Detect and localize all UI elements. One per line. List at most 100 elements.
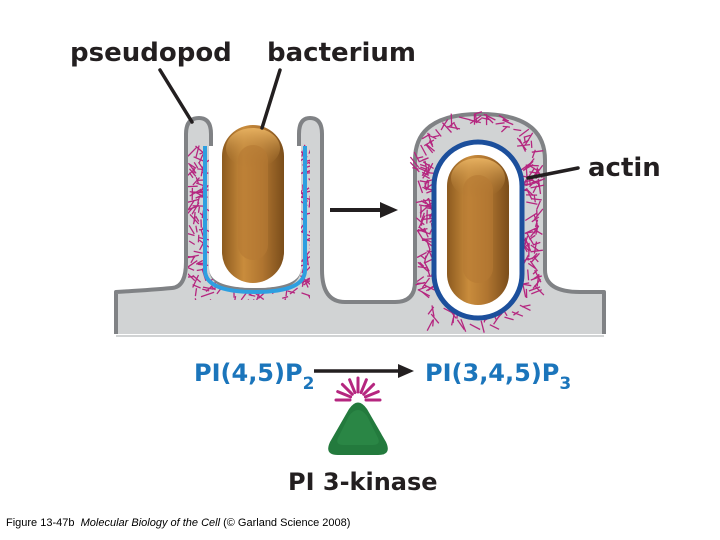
actin-filament [419, 206, 428, 214]
actin-filament [531, 216, 540, 223]
actin-filament [301, 277, 310, 284]
pseudopod-label: pseudopod [70, 38, 232, 68]
actin-filament [421, 277, 431, 289]
actin-filament [428, 134, 437, 140]
actin-filament [469, 114, 482, 125]
bacterium-pointer [260, 68, 282, 130]
actin-filament [188, 198, 199, 204]
actin-filament [531, 252, 540, 263]
actin-filament [424, 239, 433, 247]
actin-filament [419, 261, 425, 267]
actin-filament [456, 319, 465, 330]
actin-filament [489, 324, 500, 330]
actin-filament [188, 224, 195, 235]
actin-filament [306, 255, 309, 266]
actin-filament [188, 260, 198, 269]
actin-filament [469, 323, 481, 331]
actin-filament [420, 200, 427, 205]
actin-filament [188, 164, 197, 174]
kinase-activity-burst [334, 376, 382, 402]
actin-filament [425, 143, 434, 154]
actin-filament [417, 230, 424, 241]
actin-filament [419, 163, 427, 168]
actin-filament [532, 241, 541, 246]
actin-filament [529, 180, 536, 188]
actin-filament [427, 132, 434, 146]
actin-filament [522, 139, 530, 144]
actin-filament [188, 267, 195, 271]
actin-filament [531, 198, 542, 201]
actin-filament [422, 174, 431, 180]
actin-filament [188, 232, 195, 237]
actin-filament [533, 285, 545, 296]
pi345p3-label: PI(3,4,5)P3 [425, 359, 571, 394]
actin-filament [417, 156, 424, 159]
actin-filament [416, 251, 427, 259]
actin-filament [191, 202, 200, 215]
actin-filament [527, 269, 530, 281]
actin-filament [431, 305, 435, 317]
actin-filament [423, 255, 427, 264]
pi3-kinase-enzyme [328, 402, 388, 455]
actin-label: actin [588, 153, 661, 183]
actin-filament [423, 139, 435, 147]
actin-filament [232, 295, 237, 300]
actin-filament [308, 161, 310, 170]
actin-filament [190, 257, 195, 264]
actin-filament [473, 111, 483, 115]
actin-filament [421, 217, 433, 221]
actin-filament [502, 125, 510, 128]
actin-filament [306, 270, 310, 282]
burst-ray [340, 382, 354, 396]
actin-filament [417, 228, 431, 235]
actin-filament [417, 289, 431, 297]
actin-filament [442, 119, 449, 127]
actin-filament [202, 288, 210, 292]
actin-filament [197, 206, 201, 213]
actin-filament [189, 190, 198, 194]
actin-filament [193, 211, 196, 223]
actin-filament [483, 113, 496, 121]
actin-filament [189, 168, 197, 177]
actin-filament [416, 276, 425, 283]
actin-filament [415, 281, 426, 286]
actin-filament [533, 208, 544, 221]
actin-filament [188, 204, 200, 211]
actin-filament [188, 146, 198, 157]
actin-filament [412, 166, 419, 170]
actin-filament [531, 149, 536, 159]
actin-filament [504, 316, 514, 321]
actin-filament [531, 150, 544, 153]
actin-filament [425, 143, 436, 152]
actin-filament [419, 180, 430, 184]
actin-filament [450, 113, 453, 127]
actin-filament [193, 161, 199, 169]
actin-filament [188, 254, 199, 259]
pi45p2-label: PI(4,5)P2 [194, 359, 314, 394]
actin-filament [248, 293, 256, 297]
actin-filament [188, 168, 196, 178]
actin-filament [526, 158, 535, 169]
actin-filament [531, 252, 538, 260]
actin-filament [195, 215, 200, 222]
actin-filament [532, 185, 538, 194]
actin-filament [524, 227, 538, 235]
actin-filament [460, 318, 467, 332]
actin-filament [513, 310, 520, 316]
actin-filament [525, 239, 531, 251]
actin-filament [526, 232, 535, 246]
actin-filament [289, 287, 299, 295]
burst-ray [336, 390, 353, 399]
actin-filament [424, 179, 429, 188]
actin-filament [421, 166, 429, 177]
actin-filament [192, 177, 200, 186]
actin-filament [426, 266, 431, 277]
burst-ray [362, 382, 376, 396]
figure-caption: Figure 13-47b Molecular Biology of the C… [6, 517, 351, 529]
actin-filament [200, 291, 215, 298]
bacterium-label: bacterium [267, 38, 416, 68]
actin-filament [481, 117, 491, 121]
actin-filament [282, 295, 289, 299]
actin-filament [530, 140, 533, 148]
actin-filament [188, 271, 196, 282]
